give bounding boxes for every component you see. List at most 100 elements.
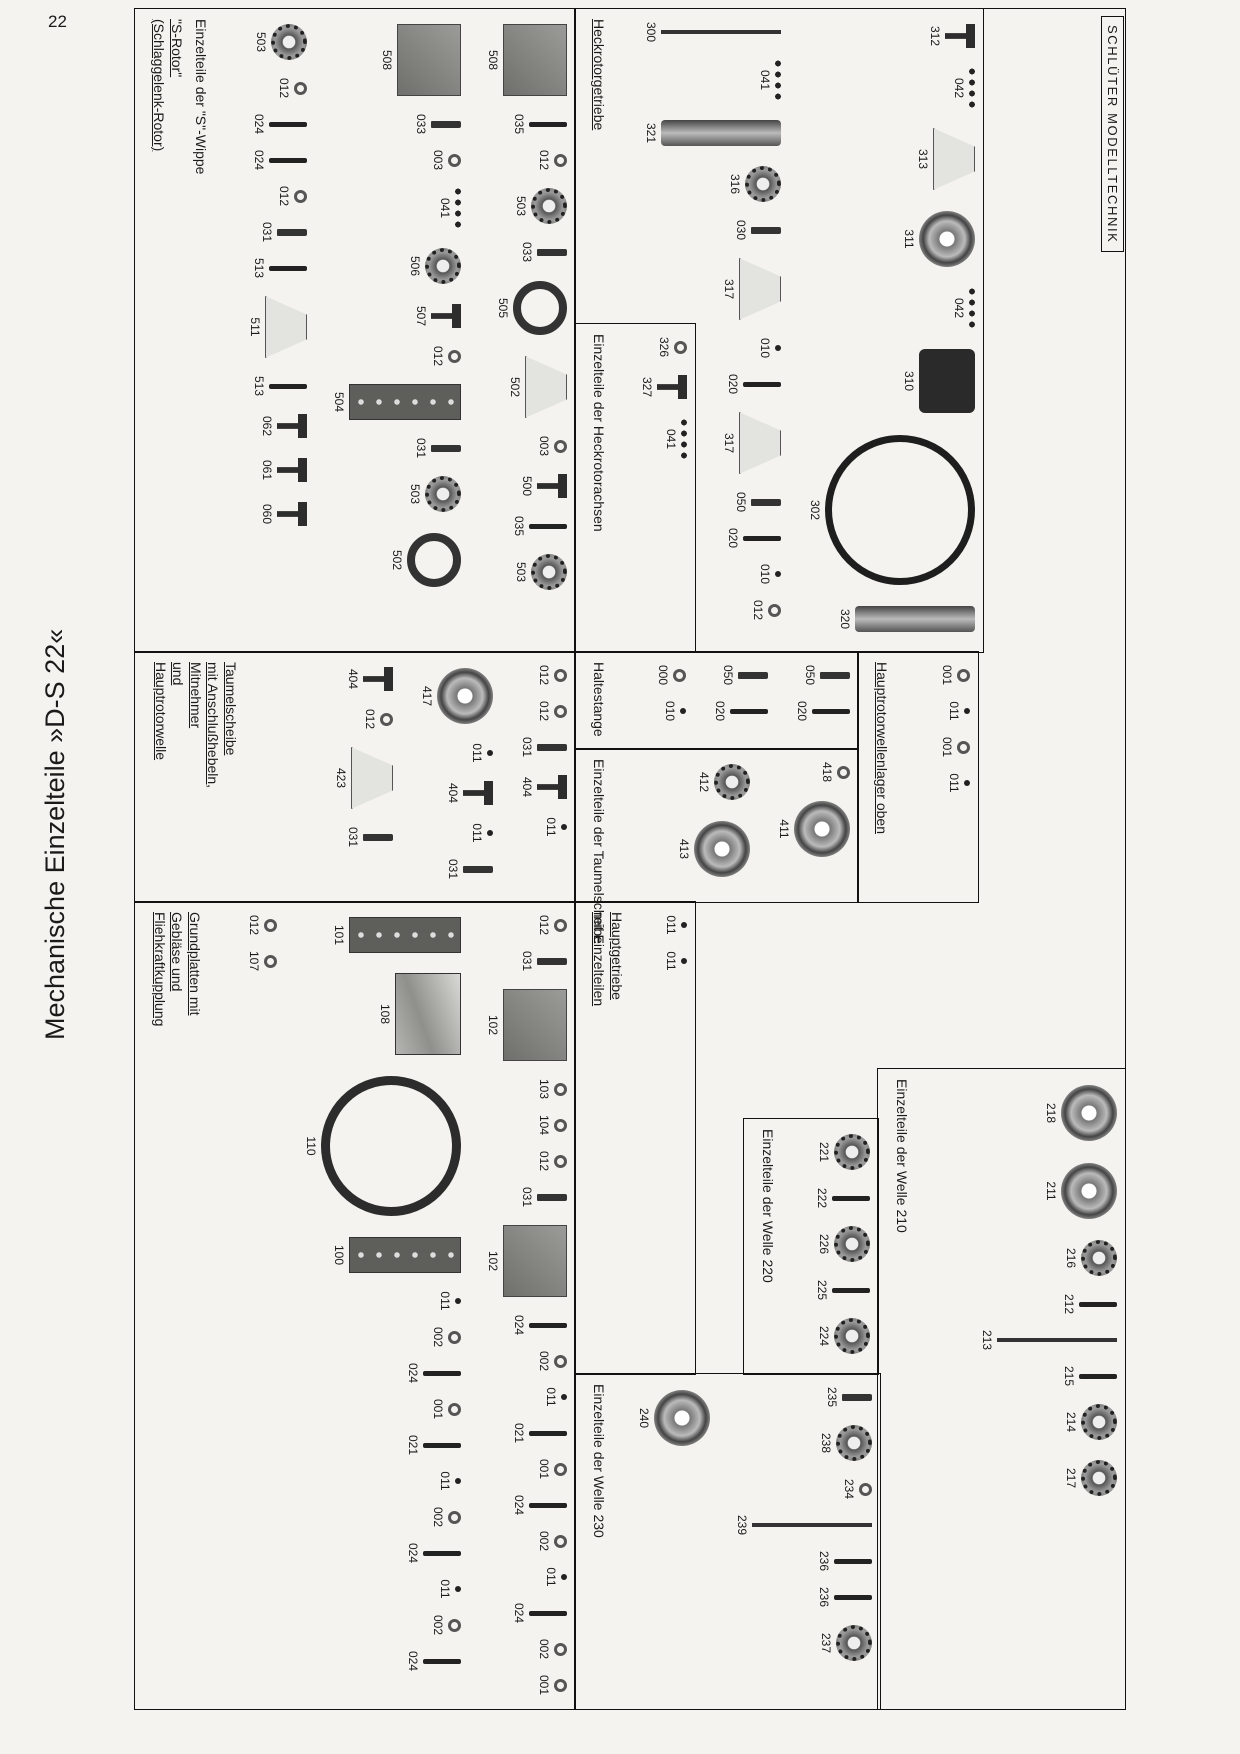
part-050: 050 — [721, 660, 768, 690]
part-011: 011 — [438, 1574, 461, 1604]
part-number: 503 — [514, 561, 528, 583]
pin-icon — [743, 381, 781, 387]
part-011: 011 — [947, 696, 970, 726]
washer-icon — [957, 668, 970, 682]
part-320: 320 — [838, 599, 975, 639]
part-042: 042 — [952, 281, 975, 335]
panel-caption: Heckrotorgetriebe — [591, 19, 607, 131]
part-number: 012 — [363, 708, 377, 730]
washer-icon — [294, 81, 307, 95]
part-031: 031 — [520, 1182, 567, 1212]
part-012: 012 — [537, 910, 567, 940]
part-number: 102 — [486, 1250, 500, 1272]
part-003: 003 — [537, 431, 567, 461]
gear-icon — [531, 188, 567, 224]
part-011: 011 — [470, 818, 493, 848]
gear-icon — [836, 1425, 872, 1461]
dot-icon — [775, 571, 781, 577]
washer-icon — [859, 1482, 872, 1496]
disc-icon — [654, 1390, 710, 1446]
part-number: 221 — [817, 1141, 831, 1163]
pin-icon — [834, 1594, 872, 1600]
part-number: 002 — [431, 1326, 445, 1348]
gear-icon — [714, 764, 750, 800]
part-213: 213 — [980, 1325, 1117, 1355]
bolt-icon — [463, 865, 493, 873]
part-108: 108 — [378, 966, 461, 1062]
bolt-icon — [842, 1393, 872, 1401]
part-number: 108 — [378, 1003, 392, 1025]
part-number: 503 — [514, 195, 528, 217]
part-024: 024 — [512, 1598, 567, 1628]
part-number: 042 — [952, 297, 966, 319]
part-031: 031 — [446, 854, 493, 884]
gear-icon — [1081, 1404, 1117, 1440]
big-ring-icon — [321, 1076, 461, 1216]
washer-icon — [264, 918, 277, 932]
pin-icon — [832, 1287, 870, 1293]
part-226: 226 — [817, 1219, 870, 1269]
tee-icon — [277, 458, 307, 482]
disc-icon — [1061, 1085, 1117, 1141]
rod-icon — [661, 30, 781, 34]
cable-icon — [825, 435, 975, 585]
part-218: 218 — [1044, 1077, 1117, 1149]
part-number: 103 — [537, 1078, 551, 1100]
part-011: 011 — [947, 768, 970, 798]
part-024: 024 — [252, 109, 307, 139]
panel-caption: "S-Rotor" (Schlaggelenk-Rotor) — [151, 19, 186, 152]
part-418: 418 — [820, 757, 850, 787]
disc-icon — [1061, 1163, 1117, 1219]
part-061: 061 — [260, 451, 307, 489]
part-number: 021 — [406, 1434, 420, 1456]
tee-icon — [277, 414, 307, 438]
part-215: 215 — [1062, 1361, 1117, 1391]
washer-icon — [264, 954, 277, 968]
block-icon — [395, 973, 461, 1055]
part-number: 012 — [277, 185, 291, 207]
part-number: 225 — [815, 1279, 829, 1301]
pin-icon — [269, 157, 307, 163]
part-508: 508 — [486, 17, 567, 103]
part-011: 011 — [664, 910, 687, 940]
part-number: 062 — [260, 415, 274, 437]
part-number: 502 — [390, 549, 404, 571]
part-number: 024 — [406, 1650, 420, 1672]
part-503: 503 — [514, 181, 567, 231]
part-number: 011 — [438, 1291, 452, 1311]
part-033: 033 — [414, 109, 461, 139]
tee-icon — [363, 667, 393, 691]
part-number: 001 — [537, 1674, 551, 1696]
part-030: 030 — [734, 215, 781, 245]
part-number: 213 — [980, 1329, 994, 1351]
disc-icon — [794, 801, 850, 857]
bolt-icon — [277, 228, 307, 236]
part-503: 503 — [408, 469, 461, 519]
part-502: 502 — [508, 349, 567, 425]
panel-caption: Einzelteile der Welle 220 — [760, 1129, 776, 1283]
part-102: 102 — [486, 982, 567, 1068]
part-number: 031 — [520, 736, 534, 758]
part-number: 412 — [697, 771, 711, 793]
part-number: 236 — [817, 1586, 831, 1608]
part-number: 236 — [817, 1550, 831, 1572]
part-number: 011 — [664, 951, 678, 971]
part-404: 404 — [446, 774, 493, 812]
washer-icon — [768, 603, 781, 617]
part-number: 020 — [713, 700, 727, 722]
part-404: 404 — [346, 660, 393, 698]
part-number: 024 — [406, 1362, 420, 1384]
part-050: 050 — [803, 660, 850, 690]
gear-icon — [425, 248, 461, 284]
pin-icon — [730, 708, 768, 714]
pin-icon — [743, 535, 781, 541]
part-300: 300 — [644, 17, 781, 47]
part-011: 011 — [544, 812, 567, 842]
part-number: 033 — [414, 113, 428, 135]
part-001: 001 — [537, 1670, 567, 1700]
part-411: 411 — [777, 793, 850, 865]
part-number: 102 — [486, 1014, 500, 1036]
